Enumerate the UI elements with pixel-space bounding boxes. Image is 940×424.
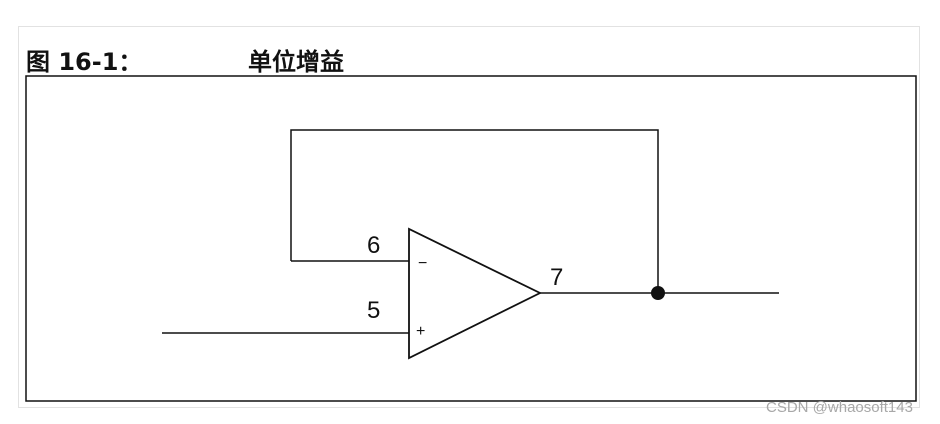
pin-label-noninverting: 5 bbox=[367, 297, 380, 324]
feedback-wire bbox=[290, 129, 659, 293]
junction-dot bbox=[651, 286, 665, 300]
op-amp-symbol bbox=[408, 227, 543, 360]
outer-frame bbox=[18, 26, 920, 408]
figure-title: 单位增益 bbox=[248, 48, 344, 76]
minus-sign: − bbox=[418, 255, 427, 272]
figure-box bbox=[25, 75, 917, 402]
watermark: CSDN @whaosoft143 bbox=[766, 399, 913, 416]
plus-sign: + bbox=[416, 323, 425, 340]
figure-number: 图 16-1： bbox=[26, 48, 143, 76]
pin-label-output: 7 bbox=[550, 264, 563, 291]
pin-label-inverting: 6 bbox=[367, 232, 380, 259]
